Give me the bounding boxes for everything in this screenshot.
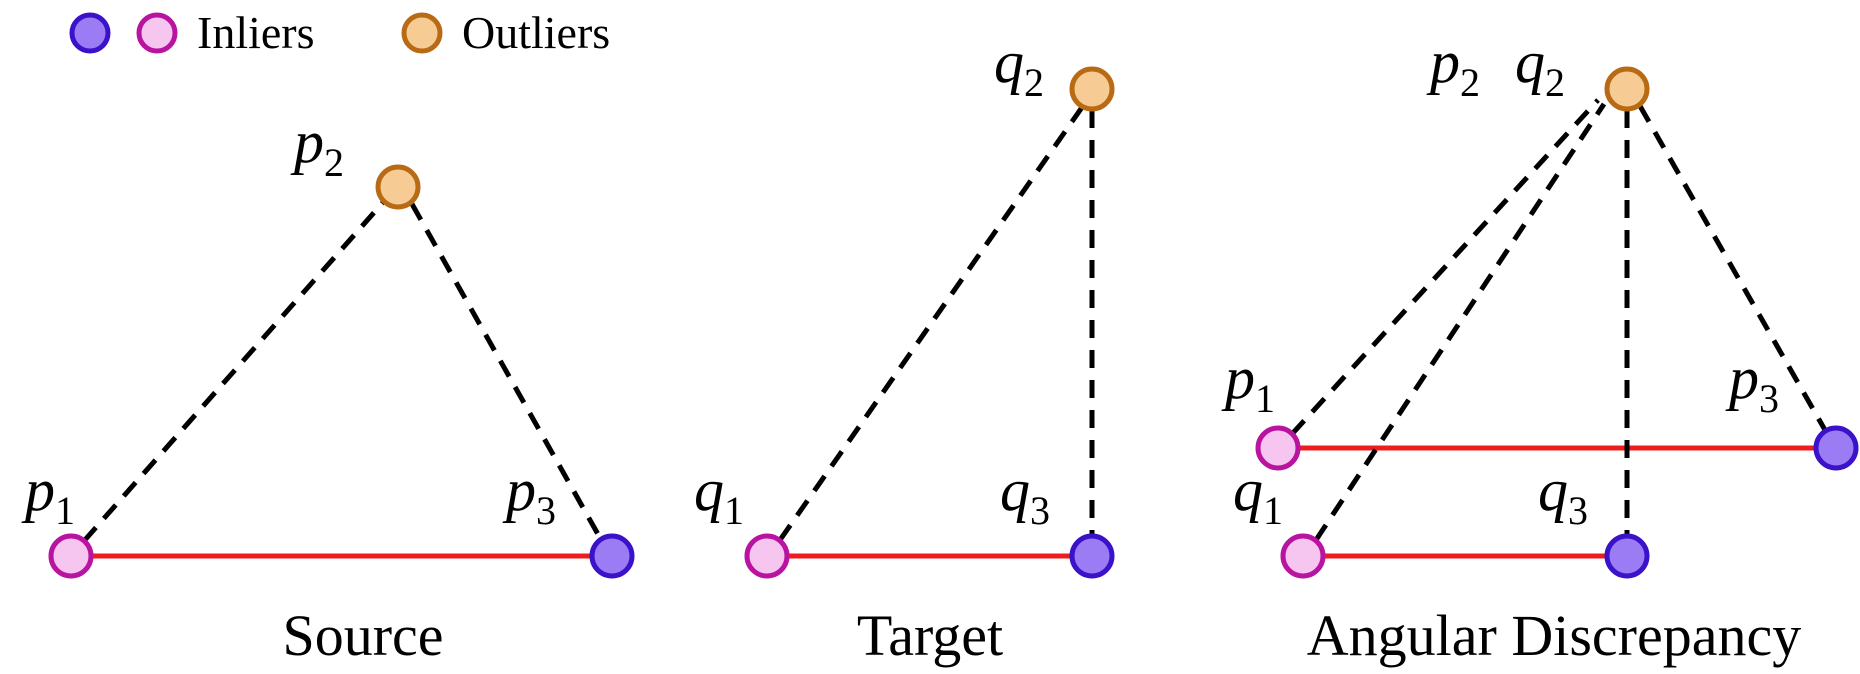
- label-p2: p2: [290, 109, 344, 185]
- node-q2: [1069, 66, 1115, 112]
- caption-angular-discrepancy: Angular Discrepancy: [1307, 603, 1801, 668]
- node-p3: [589, 533, 635, 579]
- legend-outlier-marker: [401, 12, 443, 54]
- edge-p1-p2: [82, 197, 388, 543]
- legend-inlier-blue-marker: [69, 12, 111, 54]
- node-q3: [1069, 533, 1115, 579]
- caption-target: Target: [857, 603, 1003, 668]
- panel-source: p1 p2 p3 Source: [21, 109, 635, 668]
- legend: Inliers Outliers: [69, 7, 610, 58]
- label-q3-overlay: q3: [1538, 457, 1588, 533]
- node-p3-overlay: [1813, 425, 1859, 471]
- caption-source: Source: [282, 603, 443, 668]
- label-p3: p3: [502, 457, 556, 533]
- label-q1-overlay: q1: [1233, 457, 1283, 533]
- panel-angular-discrepancy: p1 p2 p3 q1 q2 q3 Angular Discrepancy: [1221, 29, 1859, 668]
- node-q1: [744, 533, 790, 579]
- node-p1: [48, 533, 94, 579]
- label-p2-overlay: p2: [1426, 29, 1480, 105]
- legend-outliers-label: Outliers: [462, 7, 610, 58]
- node-p1-overlay: [1255, 425, 1301, 471]
- label-p1-overlay: p1: [1221, 345, 1275, 421]
- label-q3: q3: [1000, 457, 1050, 533]
- node-q1-overlay: [1280, 533, 1326, 579]
- edge-p2-p3: [409, 202, 602, 538]
- label-p3-overlay: p3: [1725, 345, 1779, 421]
- edge-q1-q2: [777, 101, 1088, 542]
- label-q2-overlay: q2: [1515, 29, 1565, 105]
- label-q2: q2: [994, 29, 1044, 105]
- node-p2-q2-overlay: [1604, 66, 1650, 112]
- label-p1: p1: [21, 457, 75, 533]
- node-q3-overlay: [1604, 533, 1650, 579]
- legend-inlier-pink-marker: [136, 12, 178, 54]
- edge-p1-p2-overlay: [1290, 98, 1600, 436]
- node-p2: [375, 164, 421, 210]
- legend-inliers-label: Inliers: [197, 7, 315, 58]
- edge-p2-p3-overlay: [1637, 104, 1828, 432]
- label-q1: q1: [694, 457, 744, 533]
- edge-q1-q2-overlay: [1313, 102, 1607, 542]
- panel-target: q1 q2 q3 Target: [694, 29, 1115, 668]
